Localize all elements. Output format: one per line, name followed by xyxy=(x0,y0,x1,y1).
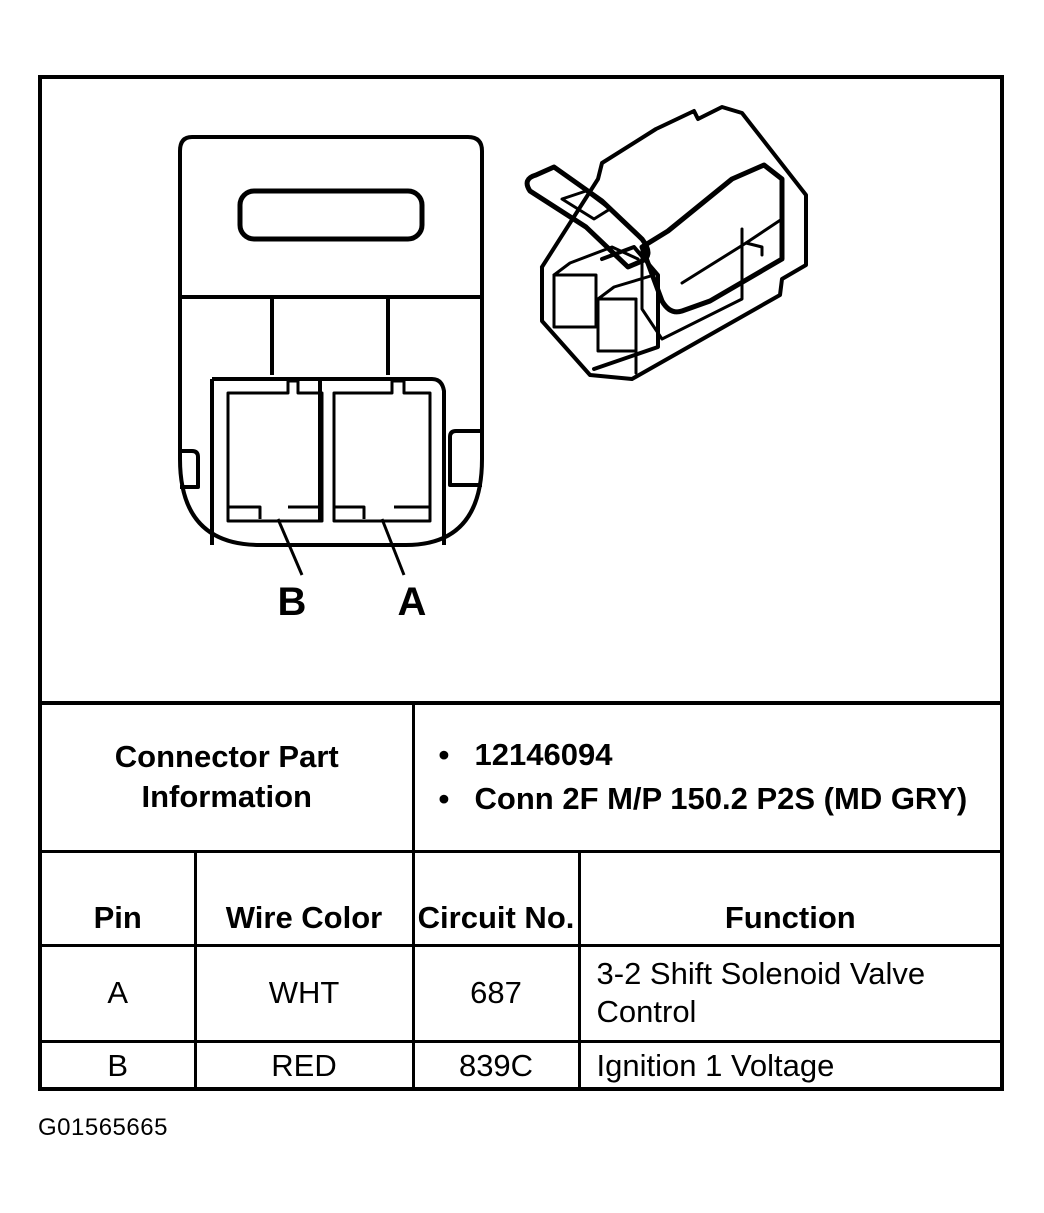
header-pin: Pin xyxy=(42,849,197,947)
leader-line-a xyxy=(380,518,406,576)
header-circuit-no: Circuit No. xyxy=(411,849,581,947)
pin-cell: B xyxy=(42,1039,197,1089)
connector-pin-table: Connector Part Information 12146094 Conn… xyxy=(42,701,1001,1089)
connector-isometric-illustration xyxy=(524,105,808,381)
circuit-cell: 687 xyxy=(411,943,581,1043)
table-row: B RED 839C Ignition 1 Voltage xyxy=(42,1039,1001,1089)
function-cell: 3-2 Shift Solenoid Valve Control xyxy=(577,943,1001,1043)
cavity-a xyxy=(332,379,432,523)
wire-color-cell: WHT xyxy=(193,943,415,1043)
table-header-row: Pin Wire Color Circuit No. Function xyxy=(42,849,1001,947)
pin-label-a: A xyxy=(398,580,427,624)
latch-slot xyxy=(237,188,425,242)
function-cell: Ignition 1 Voltage xyxy=(577,1039,1001,1089)
connector-info-row: Connector Part Information 12146094 Conn… xyxy=(42,701,1001,853)
connector-info-label: Connector Part Information xyxy=(42,701,415,853)
header-function: Function xyxy=(577,849,1001,947)
part-number: 12146094 xyxy=(439,736,1001,774)
connector-info-values: 12146094 Conn 2F M/P 150.2 P2S (MD GRY) xyxy=(411,701,1001,853)
circuit-cell: 839C xyxy=(411,1039,581,1089)
connector-face-outline xyxy=(178,135,484,547)
figure-code: G01565665 xyxy=(38,1114,168,1141)
connector-description: Conn 2F M/P 150.2 P2S (MD GRY) xyxy=(439,780,1001,818)
pin-cell: A xyxy=(42,943,197,1043)
cavity-b xyxy=(226,379,324,523)
header-wire-color: Wire Color xyxy=(193,849,415,947)
wire-color-cell: RED xyxy=(193,1039,415,1089)
connector-figure-frame: B A Connector Part Information xyxy=(38,75,1004,1091)
connector-diagram: B A xyxy=(178,105,808,624)
pin-label-b: B xyxy=(278,580,307,624)
table-row: A WHT 687 3-2 Shift Solenoid Valve Contr… xyxy=(42,943,1001,1043)
leader-line-b xyxy=(276,518,304,576)
